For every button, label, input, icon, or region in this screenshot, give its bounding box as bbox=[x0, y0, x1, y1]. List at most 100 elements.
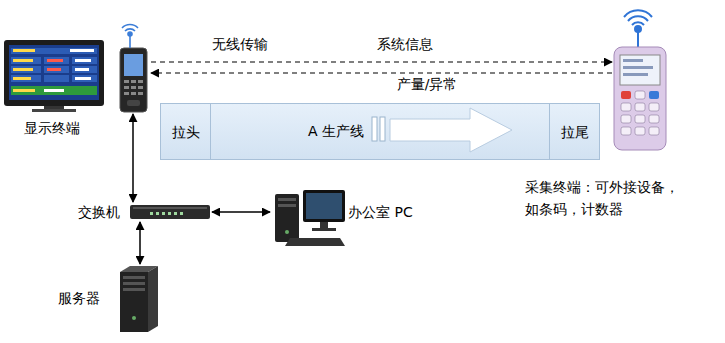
office-computer bbox=[285, 230, 289, 234]
handheld-display-unit bbox=[138, 80, 143, 83]
node-label: 拉尾 bbox=[561, 124, 589, 140]
wireless-icon bbox=[624, 10, 652, 47]
handheld-display-unit bbox=[124, 80, 129, 83]
display-monitor bbox=[72, 66, 97, 73]
display-monitor bbox=[44, 57, 69, 64]
wireless-icon bbox=[128, 32, 132, 36]
wireless-icon bbox=[122, 25, 138, 28]
display-monitor bbox=[44, 89, 64, 92]
server-tower bbox=[132, 316, 136, 320]
collector-device bbox=[649, 115, 659, 123]
server-tower bbox=[120, 272, 148, 332]
collector-device bbox=[620, 55, 660, 85]
line-head-section: 拉头 bbox=[161, 104, 211, 159]
server-tower bbox=[120, 266, 158, 332]
office-computer bbox=[278, 204, 296, 207]
display-monitor bbox=[11, 75, 41, 82]
network-link bbox=[212, 211, 270, 213]
office-computer bbox=[312, 228, 336, 231]
display-monitor bbox=[4, 40, 104, 106]
edge-label: 系统信息 bbox=[375, 36, 435, 52]
collector-device bbox=[649, 91, 659, 99]
collector-device bbox=[649, 103, 659, 111]
network-switch: 交换机 bbox=[130, 204, 210, 220]
collector-device bbox=[623, 66, 653, 69]
wireless-icon bbox=[635, 26, 641, 32]
node-label: 拉头 bbox=[172, 124, 200, 140]
network-switch-device bbox=[168, 212, 171, 215]
node-label: 办公室 PC bbox=[348, 204, 438, 220]
display-monitor bbox=[11, 48, 97, 54]
display-monitor bbox=[11, 86, 97, 95]
network-switch-device bbox=[130, 205, 210, 219]
wireless-icon bbox=[122, 25, 138, 48]
wireless-icon bbox=[637, 32, 639, 47]
handheld-display-unit bbox=[120, 48, 147, 112]
wireless-link bbox=[151, 61, 612, 62]
network-switch-device bbox=[133, 207, 207, 209]
handheld-display-unit bbox=[138, 86, 143, 89]
node-label: 采集终端：可外接设备，如条码，计数器 bbox=[525, 176, 690, 220]
display-monitor bbox=[4, 40, 104, 112]
collector-device bbox=[621, 103, 631, 111]
collector-device bbox=[635, 103, 645, 111]
collector-device bbox=[623, 59, 643, 62]
collector-device bbox=[635, 127, 645, 135]
display-monitor bbox=[72, 75, 97, 82]
office-computer bbox=[275, 190, 345, 246]
collector-terminal: 采集终端：可外接设备，如条码，计数器 bbox=[614, 47, 666, 150]
collector-device bbox=[649, 127, 659, 135]
node-label: 服务器 bbox=[20, 290, 100, 306]
display-monitor bbox=[44, 75, 69, 82]
network-switch-device bbox=[130, 205, 210, 219]
office-computer bbox=[320, 222, 328, 228]
handheld-display-unit bbox=[124, 92, 129, 95]
display-monitor bbox=[47, 59, 63, 62]
handheld-display-unit bbox=[127, 100, 140, 106]
collector-device bbox=[623, 73, 648, 76]
server-tower bbox=[148, 266, 158, 332]
server-tower bbox=[123, 288, 145, 291]
display-terminal: 显示终端 bbox=[4, 40, 149, 112]
node-label: 交换机 bbox=[40, 204, 120, 220]
display-monitor bbox=[70, 49, 94, 52]
display-monitor bbox=[75, 68, 89, 71]
handheld-display-unit bbox=[120, 48, 147, 112]
server-tower bbox=[123, 276, 145, 279]
display-monitor bbox=[75, 77, 91, 80]
display-monitor bbox=[13, 89, 35, 92]
network-link bbox=[132, 114, 134, 202]
production-line-band: A 生产线 拉头 拉尾 bbox=[160, 103, 600, 160]
handheld-display-unit bbox=[124, 54, 143, 76]
office-computer bbox=[285, 238, 345, 246]
collector-device bbox=[614, 47, 666, 150]
handheld-display-unit bbox=[131, 80, 136, 83]
display-monitor bbox=[9, 45, 99, 100]
collector-device bbox=[614, 47, 666, 150]
collector-device bbox=[621, 115, 631, 123]
display-monitor bbox=[11, 66, 41, 73]
production-flow-arrow bbox=[380, 117, 385, 141]
display-monitor bbox=[32, 109, 76, 112]
server: 服务器 bbox=[120, 266, 160, 332]
handheld-display-unit bbox=[131, 86, 136, 89]
line-tail-section: 拉尾 bbox=[549, 104, 599, 159]
wireless-icon bbox=[632, 22, 644, 25]
display-monitor bbox=[75, 59, 91, 62]
node-label: A 生产线 bbox=[281, 123, 391, 139]
office-computer bbox=[275, 194, 299, 242]
network-switch-device bbox=[174, 212, 177, 215]
display-monitor bbox=[72, 57, 97, 64]
handheld-display-unit bbox=[124, 86, 129, 89]
collector-device bbox=[635, 91, 645, 99]
network-switch-device bbox=[150, 212, 153, 215]
wireless-link bbox=[151, 72, 612, 73]
display-monitor bbox=[47, 68, 61, 71]
collector-device bbox=[621, 127, 631, 135]
display-monitor bbox=[44, 66, 69, 73]
wireless-icon bbox=[628, 16, 648, 21]
display-monitor bbox=[13, 77, 31, 80]
network-switch-device bbox=[162, 212, 165, 215]
